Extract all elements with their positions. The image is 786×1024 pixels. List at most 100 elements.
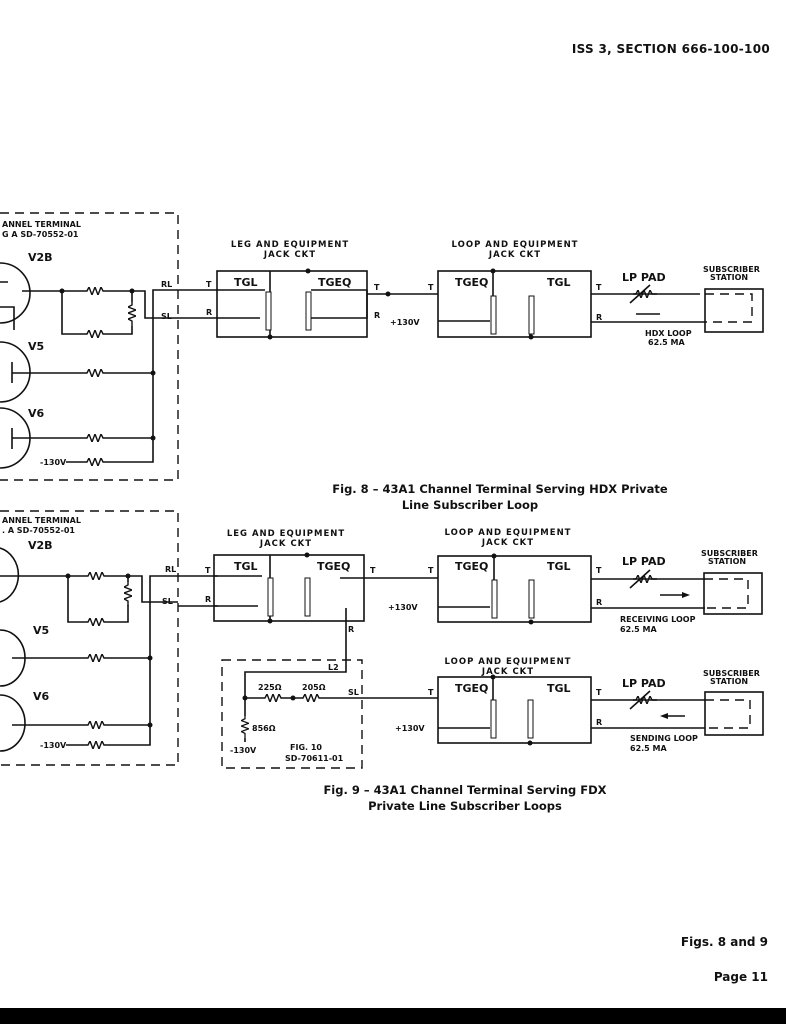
tube-v2b-label: V2B bbox=[28, 251, 53, 264]
t-label: T bbox=[428, 688, 434, 697]
r-label: R bbox=[205, 595, 211, 604]
r-label: R bbox=[596, 313, 602, 322]
plus130-label: +130V bbox=[395, 724, 425, 733]
loop-jack-subtitle: JACK CKT bbox=[488, 250, 541, 260]
fig8-schematic: ANNEL TERMINAL G A SD-70552-01 V2B V5 V6… bbox=[0, 212, 764, 481]
fig9-caption: Fig. 9 – 43A1 Channel Terminal Serving F… bbox=[320, 782, 610, 814]
t-label: T bbox=[428, 566, 434, 575]
subscriber-label: SUBSCRIBER bbox=[703, 669, 760, 678]
fig8-caption: Fig. 8 – 43A1 Channel Terminal Serving H… bbox=[330, 481, 670, 513]
t-label: T bbox=[205, 566, 211, 575]
terminal-drawing-number: G A SD-70552-01 bbox=[2, 230, 79, 239]
minus130-label: -130V bbox=[40, 741, 67, 750]
loop-current-label: 62.5 MA bbox=[648, 338, 685, 347]
figures-footer: Figs. 8 and 9 bbox=[680, 935, 768, 949]
t-label: T bbox=[206, 280, 212, 289]
rl-label: RL bbox=[161, 280, 172, 289]
minus130-label: -130V bbox=[40, 458, 67, 467]
resistor-225-label: 225Ω bbox=[258, 683, 282, 692]
loop-jack-subtitle: JACK CKT bbox=[481, 667, 534, 677]
tube-v5-label: V5 bbox=[33, 624, 49, 637]
r-label: R bbox=[348, 625, 354, 634]
leg-jack-subtitle: JACK CKT bbox=[259, 539, 312, 549]
r-label: R bbox=[206, 308, 212, 317]
lp-pad-label: LP PAD bbox=[622, 555, 666, 568]
tgeq-label: TGEQ bbox=[455, 682, 488, 695]
leg-equipment-jack bbox=[213, 554, 365, 622]
fig8-caption-line2: Line Subscriber Loop bbox=[401, 498, 539, 512]
resistor-205-label: 205Ω bbox=[302, 683, 326, 692]
t-label: T bbox=[374, 283, 380, 292]
terminal-drawing-number: . A SD-70552-01 bbox=[2, 526, 75, 535]
fig9-caption-line1: Fig. 9 – 43A1 Channel Terminal Serving F… bbox=[323, 783, 607, 797]
lp-pad-label: LP PAD bbox=[622, 271, 666, 284]
terminal-label: ANNEL TERMINAL bbox=[2, 516, 81, 525]
tube-v5-label: V5 bbox=[28, 340, 44, 353]
loop-jack-title: LOOP AND EQUIPMENT bbox=[452, 240, 579, 250]
tgeq-label: TGEQ bbox=[455, 276, 488, 289]
loop-jack-title: LOOP AND EQUIPMENT bbox=[445, 528, 572, 538]
subscriber-label: SUBSCRIBER bbox=[703, 265, 760, 274]
resistor-856-label: 856Ω bbox=[252, 724, 276, 733]
tgl-label: TGL bbox=[234, 560, 258, 573]
fig10-drawing-number: SD-70611-01 bbox=[285, 754, 344, 763]
plus130-label: +130V bbox=[390, 318, 420, 327]
tgl-label: TGL bbox=[547, 682, 571, 695]
sl-label: SL bbox=[161, 312, 172, 321]
receiving-loop-jack bbox=[437, 555, 592, 623]
tube-v6-label: V6 bbox=[33, 690, 50, 703]
loop-jack-title: LOOP AND EQUIPMENT bbox=[445, 657, 572, 667]
leg-jack-subtitle: JACK CKT bbox=[263, 250, 316, 260]
lp-pad-label: LP PAD bbox=[622, 677, 666, 690]
fig10-label: FIG. 10 bbox=[290, 743, 322, 752]
channel-terminal-box bbox=[0, 212, 179, 481]
tube-v2b bbox=[0, 262, 31, 324]
loop-current-label: 62.5 MA bbox=[620, 625, 657, 634]
rl-label: RL bbox=[165, 565, 176, 574]
fig10-network-box bbox=[221, 659, 363, 769]
fig9-schematic: ANNEL TERMINAL . A SD-70552-01 V2B V5 V6… bbox=[0, 510, 764, 769]
loop-equipment-jack bbox=[437, 270, 592, 338]
hdx-loop-label: HDX LOOP bbox=[645, 329, 692, 338]
tube-v6-label: V6 bbox=[28, 407, 45, 420]
tube-v2b-label: V2B bbox=[28, 539, 53, 552]
left-arrow-icon bbox=[660, 713, 668, 719]
right-arrow-icon bbox=[682, 592, 690, 598]
page-number: Page 11 bbox=[713, 970, 768, 984]
t-label: T bbox=[370, 566, 376, 575]
sl-label: SL bbox=[348, 688, 359, 697]
tgl-label: TGL bbox=[547, 276, 571, 289]
station-label: STATION bbox=[710, 677, 748, 686]
sending-loop-label: SENDING LOOP bbox=[630, 734, 698, 743]
tgeq-label: TGEQ bbox=[317, 560, 350, 573]
subscriber-station bbox=[704, 288, 764, 333]
terminal-label: ANNEL TERMINAL bbox=[2, 220, 81, 229]
t-label: T bbox=[596, 566, 602, 575]
station-label: STATION bbox=[708, 557, 746, 566]
tgl-label: TGL bbox=[234, 276, 258, 289]
minus130-label: -130V bbox=[230, 746, 257, 755]
t-label: T bbox=[596, 283, 602, 292]
sending-loop-jack bbox=[437, 676, 592, 744]
sending-subscriber-station bbox=[704, 691, 764, 736]
fig9-caption-line2: Private Line Subscriber Loops bbox=[368, 799, 562, 813]
plus130-label: +130V bbox=[388, 603, 418, 612]
station-label: STATION bbox=[710, 273, 748, 282]
r-label: R bbox=[374, 311, 380, 320]
tgl-label: TGL bbox=[547, 560, 571, 573]
loop-jack-subtitle: JACK CKT bbox=[481, 538, 534, 548]
tube-v5 bbox=[0, 341, 31, 403]
r-label: R bbox=[596, 718, 602, 727]
l2-label: L2 bbox=[328, 663, 339, 672]
channel-terminal-box bbox=[0, 510, 179, 766]
loop-current-label: 62.5 MA bbox=[630, 744, 667, 753]
t-label: T bbox=[428, 283, 434, 292]
receiving-loop-label: RECEIVING LOOP bbox=[620, 615, 696, 624]
leg-jack-title: LEG AND EQUIPMENT bbox=[231, 240, 349, 250]
tgeq-label: TGEQ bbox=[455, 560, 488, 573]
section-header: ISS 3, SECTION 666-100-100 bbox=[571, 42, 770, 56]
receiving-subscriber-station bbox=[703, 572, 763, 615]
tgeq-label: TGEQ bbox=[318, 276, 351, 289]
leg-jack-title: LEG AND EQUIPMENT bbox=[227, 529, 345, 539]
